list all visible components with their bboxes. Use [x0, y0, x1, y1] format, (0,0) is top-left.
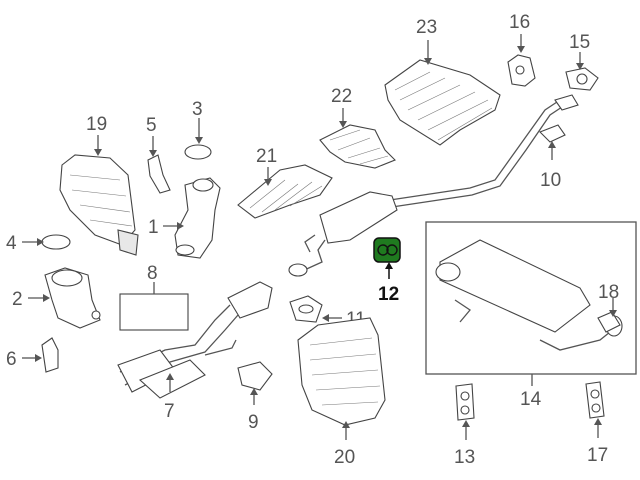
callout-1[interactable]: 1: [148, 217, 159, 238]
callout-21[interactable]: 21: [256, 146, 277, 167]
part-20-underbody-shield[interactable]: [297, 317, 386, 426]
callout-13[interactable]: 13: [454, 447, 475, 468]
callout-18[interactable]: 18: [598, 282, 619, 303]
callout-7[interactable]: 7: [164, 401, 175, 422]
callout-22[interactable]: 22: [331, 86, 352, 107]
part-1-catalytic-converter[interactable]: [174, 177, 221, 259]
part-12-insulator-highlighted[interactable]: [373, 237, 401, 263]
part-2-catalytic-converter[interactable]: [44, 267, 101, 329]
callout-10[interactable]: 10: [540, 170, 561, 191]
part-6-bracket[interactable]: [41, 337, 59, 373]
callout-15[interactable]: 15: [569, 32, 590, 53]
callout-6[interactable]: 6: [6, 349, 17, 370]
center-muffler-pipe[interactable]: [288, 99, 566, 277]
callout-12[interactable]: 12: [378, 284, 399, 305]
callout-9[interactable]: 9: [248, 412, 259, 433]
callout-14[interactable]: 14: [520, 389, 542, 410]
callout-8[interactable]: 8: [147, 263, 158, 284]
callout-23[interactable]: 23: [416, 17, 437, 38]
part-3-gasket[interactable]: [184, 144, 212, 160]
part-22-heat-shield[interactable]: [319, 124, 396, 169]
part-23-heat-shield[interactable]: [384, 59, 501, 146]
callout-3[interactable]: 3: [192, 99, 203, 120]
callout-16[interactable]: 16: [509, 12, 530, 33]
part-11-gasket[interactable]: [289, 295, 323, 323]
part-19-shield[interactable]: [59, 154, 139, 256]
part-8-label[interactable]: [119, 293, 189, 331]
part-10-hanger[interactable]: [539, 94, 579, 143]
part-9-bracket[interactable]: [237, 361, 273, 391]
part-15-gasket[interactable]: [565, 67, 599, 91]
callout-2[interactable]: 2: [12, 289, 23, 310]
callout-20[interactable]: 20: [334, 447, 355, 468]
callout-17[interactable]: 17: [587, 445, 608, 466]
callout-5[interactable]: 5: [146, 115, 157, 136]
part-16-rubber-hanger[interactable]: [507, 54, 536, 87]
callout-4[interactable]: 4: [6, 233, 17, 254]
part-17-hanger[interactable]: [585, 381, 605, 419]
part-21-heat-shield[interactable]: [237, 164, 333, 219]
part-5-bracket[interactable]: [147, 154, 171, 194]
part-13-hanger[interactable]: [455, 383, 475, 421]
part-4-gasket[interactable]: [41, 234, 71, 250]
callout-19[interactable]: 19: [86, 114, 107, 135]
part-14-muffler-assembly[interactable]: [425, 221, 637, 375]
